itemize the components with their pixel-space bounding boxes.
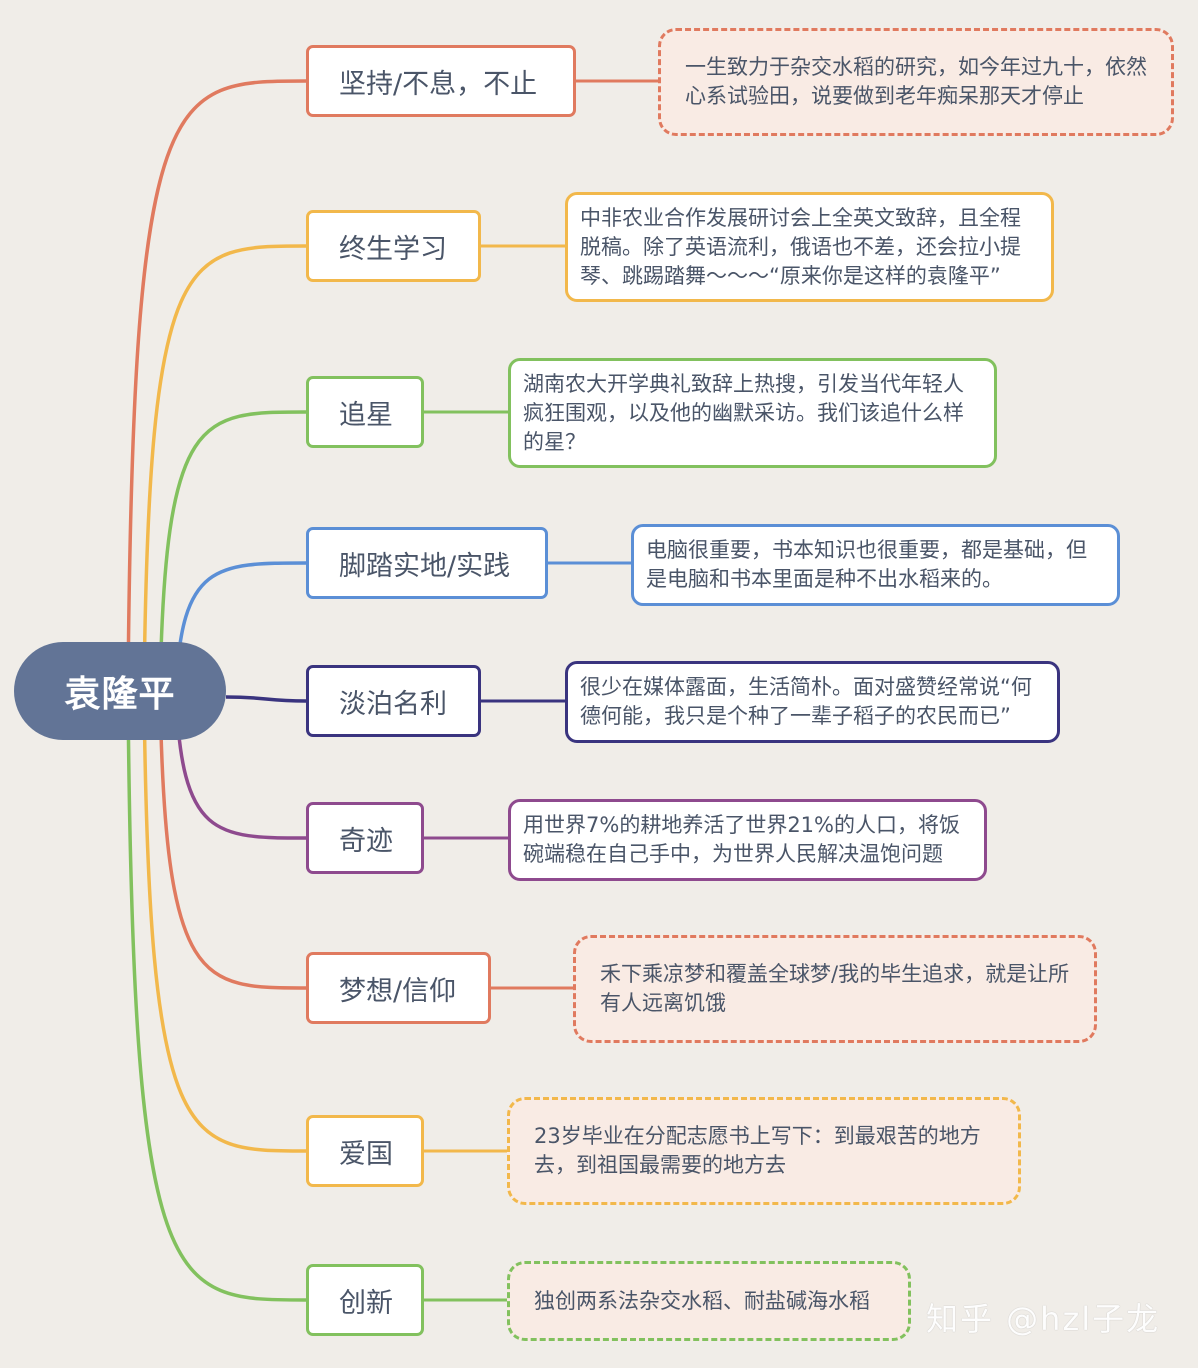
- topic-node-patriotism[interactable]: 爱国: [306, 1115, 424, 1187]
- branch-connector: [158, 410, 307, 692]
- topic-node-innovation[interactable]: 创新: [306, 1264, 424, 1336]
- note-node-idol[interactable]: 湖南农大开学典礼致辞上热搜，引发当代年轻人疯狂围观，以及他的幽默采访。我们该追什…: [508, 358, 997, 468]
- topic-label: 创新: [339, 1287, 393, 1319]
- root-label: 袁隆平: [64, 674, 176, 715]
- topic-label: 坚持/不息，不止: [339, 68, 538, 100]
- note-text: 中非农业合作发展研讨会上全英文致辞，且全程脱稿。除了英语流利，俄语也不差，还会拉…: [580, 205, 1021, 288]
- topic-label: 爱国: [339, 1138, 393, 1170]
- branch-connector: [158, 690, 307, 990]
- note-node-innovation[interactable]: 独创两系法杂交水稻、耐盐碱海水稻: [507, 1261, 911, 1341]
- note-node-patriotism[interactable]: 23岁毕业在分配志愿书上写下：到最艰苦的地方去，到祖国最需要的地方去: [507, 1097, 1021, 1205]
- note-node-dream[interactable]: 禾下乘凉梦和覆盖全球梦/我的毕生追求，就是让所有人远离饥饿: [573, 935, 1097, 1043]
- branch-connector: [142, 244, 307, 692]
- branch-connector: [126, 690, 307, 1302]
- note-text: 电脑很重要，书本知识也很重要，都是基础，但是电脑和书本里面是种不出水稻来的。: [646, 538, 1087, 591]
- root-node[interactable]: 袁隆平: [14, 642, 226, 740]
- branch-connector: [142, 690, 307, 1153]
- note-text: 独创两系法杂交水稻、耐盐碱海水稻: [534, 1288, 870, 1313]
- branch-connector: [174, 690, 307, 840]
- note-text: 23岁毕业在分配志愿书上写下：到最艰苦的地方去，到祖国最需要的地方去: [534, 1124, 981, 1177]
- topic-node-persistence[interactable]: 坚持/不息，不止: [306, 45, 576, 117]
- topic-node-dream[interactable]: 梦想/信仰: [306, 952, 491, 1024]
- topic-label: 奇迹: [339, 825, 393, 857]
- topic-label: 追星: [339, 399, 393, 431]
- topic-node-miracle[interactable]: 奇迹: [306, 802, 424, 874]
- note-text: 禾下乘凉梦和覆盖全球梦/我的毕生追求，就是让所有人远离饥饿: [600, 962, 1070, 1015]
- note-text: 很少在媒体露面，生活简朴。面对盛赞经常说“何德何能，我只是个种了一辈子稻子的农民…: [580, 675, 1032, 728]
- topic-label: 脚踏实地/实践: [339, 550, 511, 582]
- note-text: 湖南农大开学典礼致辞上热搜，引发当代年轻人疯狂围观，以及他的幽默采访。我们该追什…: [523, 371, 964, 454]
- topic-node-idol[interactable]: 追星: [306, 376, 424, 448]
- note-text: 用世界7%的耕地养活了世界21%的人口，将饭碗端稳在自己手中，为世界人民解决温饱…: [523, 813, 960, 866]
- topic-node-practice[interactable]: 脚踏实地/实践: [306, 527, 548, 599]
- note-node-persistence[interactable]: 一生致力于杂交水稻的研究，如今年过九十，依然心系试验田，说要做到老年痴呆那天才停…: [658, 28, 1174, 136]
- note-node-practice[interactable]: 电脑很重要，书本知识也很重要，都是基础，但是电脑和书本里面是种不出水稻来的。: [631, 524, 1120, 606]
- note-node-miracle[interactable]: 用世界7%的耕地养活了世界21%的人口，将饭碗端稳在自己手中，为世界人民解决温饱…: [508, 799, 987, 881]
- note-node-lifelong-learning[interactable]: 中非农业合作发展研讨会上全英文致辞，且全程脱稿。除了英语流利，俄语也不差，还会拉…: [565, 192, 1054, 302]
- topic-node-modesty[interactable]: 淡泊名利: [306, 665, 481, 737]
- note-text: 一生致力于杂交水稻的研究，如今年过九十，依然心系试验田，说要做到老年痴呆那天才停…: [685, 55, 1147, 108]
- topic-node-lifelong-learning[interactable]: 终生学习: [306, 210, 481, 282]
- topic-label: 梦想/信仰: [339, 975, 457, 1007]
- branch-connector: [126, 79, 307, 692]
- topic-label: 淡泊名利: [339, 688, 447, 720]
- note-node-modesty[interactable]: 很少在媒体露面，生活简朴。面对盛赞经常说“何德何能，我只是个种了一辈子稻子的农民…: [565, 661, 1060, 743]
- topic-label: 终生学习: [339, 233, 447, 265]
- watermark: 知乎 @hzl子龙: [926, 1300, 1161, 1338]
- branch-connector: [225, 695, 307, 703]
